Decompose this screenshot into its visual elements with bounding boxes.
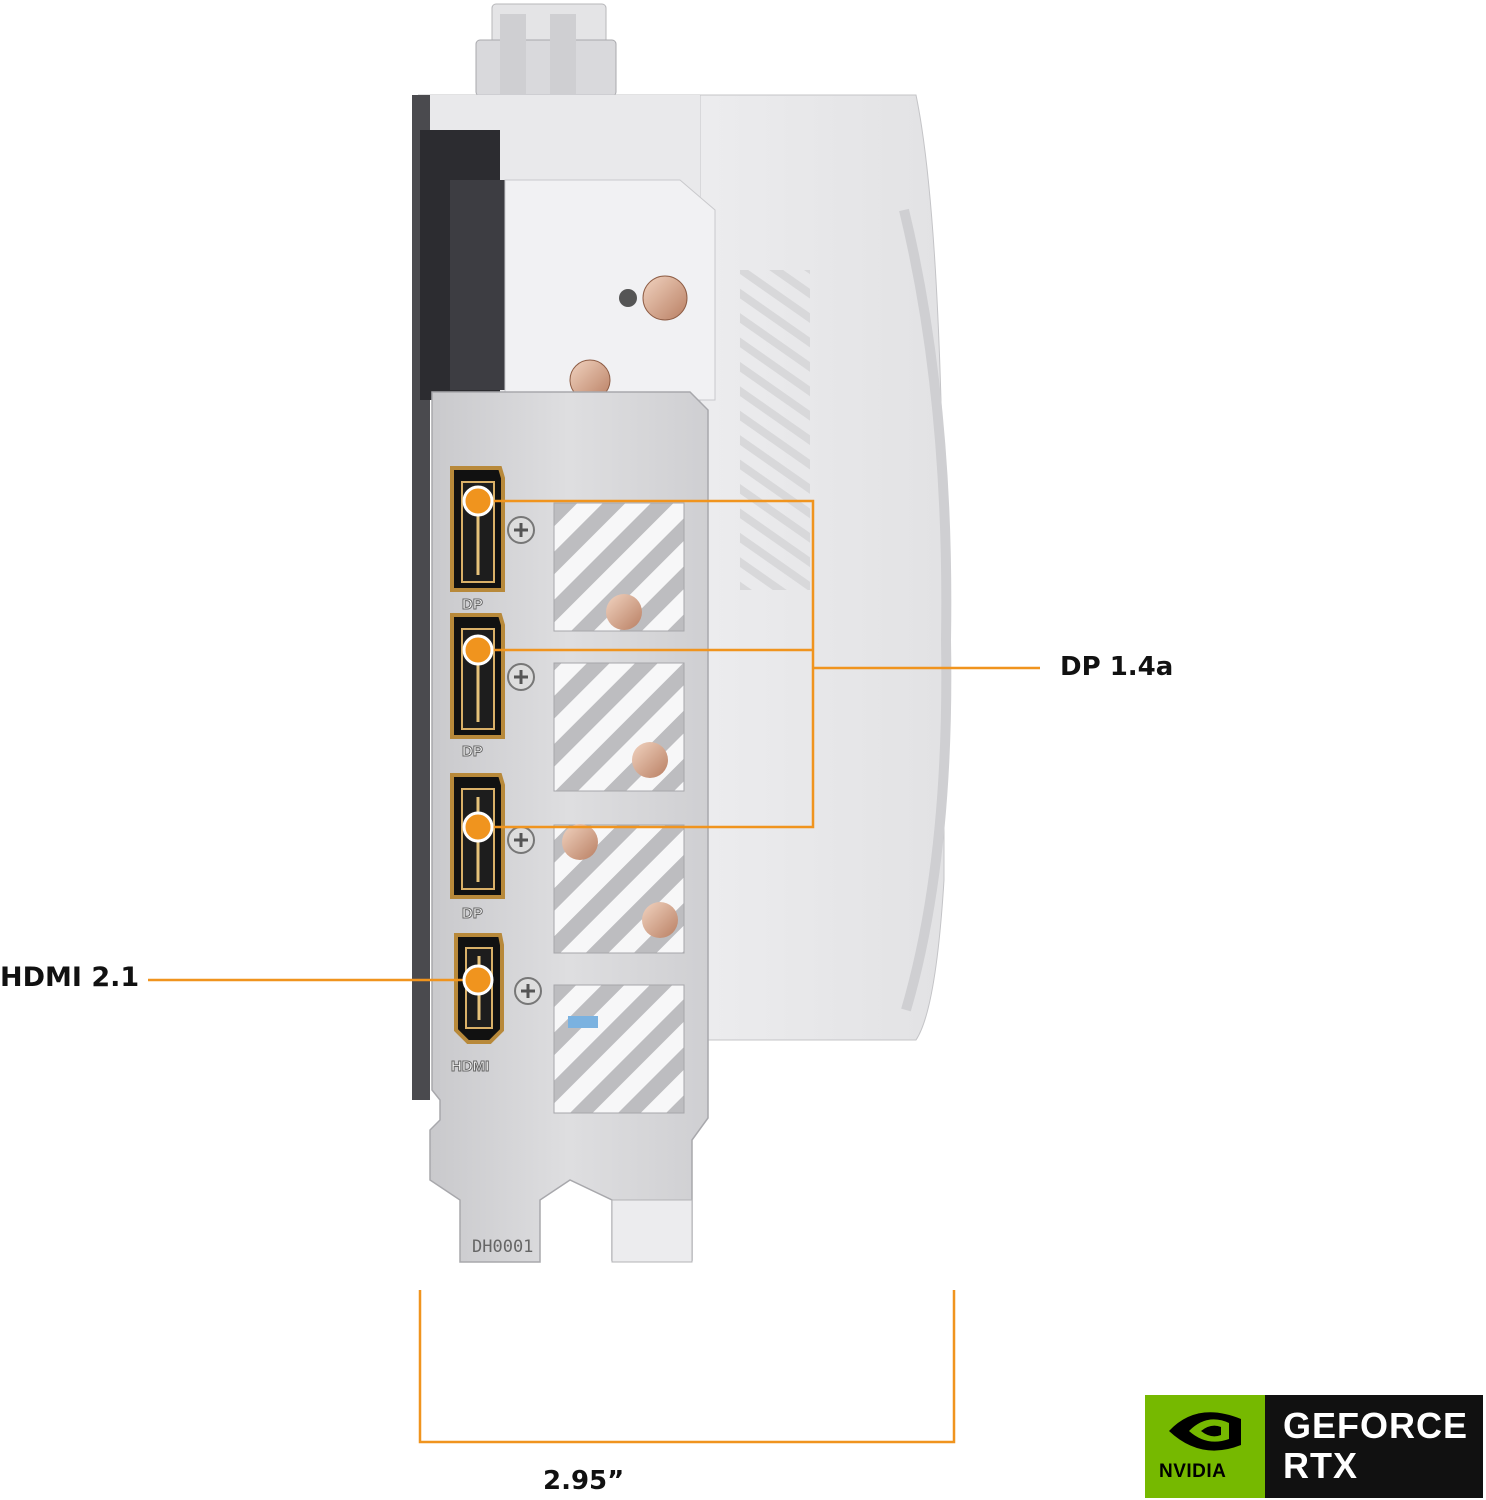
heatsink-frame [412, 95, 716, 1100]
bracket-part-code: DH0001 [472, 1237, 533, 1257]
hdmi-port-marking: HDMI [451, 1058, 489, 1075]
screw-icon [507, 516, 535, 544]
nvidia-geforce-rtx-badge: NVIDIA GEFORCE RTX [1145, 1395, 1483, 1498]
dp-port-marking: DP [462, 596, 483, 613]
dp-port-marking: DP [462, 743, 483, 760]
screw-icon [507, 663, 535, 691]
width-dimension-bracket [418, 1290, 956, 1444]
nvidia-wordmark: NVIDIA [1159, 1461, 1227, 1482]
badge-product-panel: GEFORCE RTX [1265, 1395, 1483, 1498]
dp-callout-dots [462, 485, 494, 843]
badge-product-line-1: GEFORCE [1283, 1405, 1469, 1446]
hdmi-callout-label: HDMI 2.1 [0, 962, 140, 993]
screw-icon [507, 826, 535, 854]
nvidia-eye-icon [1169, 1412, 1241, 1451]
bracket-screws [507, 516, 542, 1005]
screw-icon [514, 977, 542, 1005]
bracket-vents [553, 502, 685, 1114]
card-width-label: 2.95” [543, 1466, 625, 1496]
dp-callout-lines [478, 499, 1040, 829]
hdmi-callout [148, 964, 494, 996]
badge-brand-panel: NVIDIA [1145, 1395, 1265, 1498]
dp-callout-label: DP 1.4a [1060, 652, 1174, 682]
power-connector [475, 3, 617, 97]
dp-port-marking: DP [462, 905, 483, 922]
badge-product-line-2: RTX [1283, 1445, 1358, 1486]
